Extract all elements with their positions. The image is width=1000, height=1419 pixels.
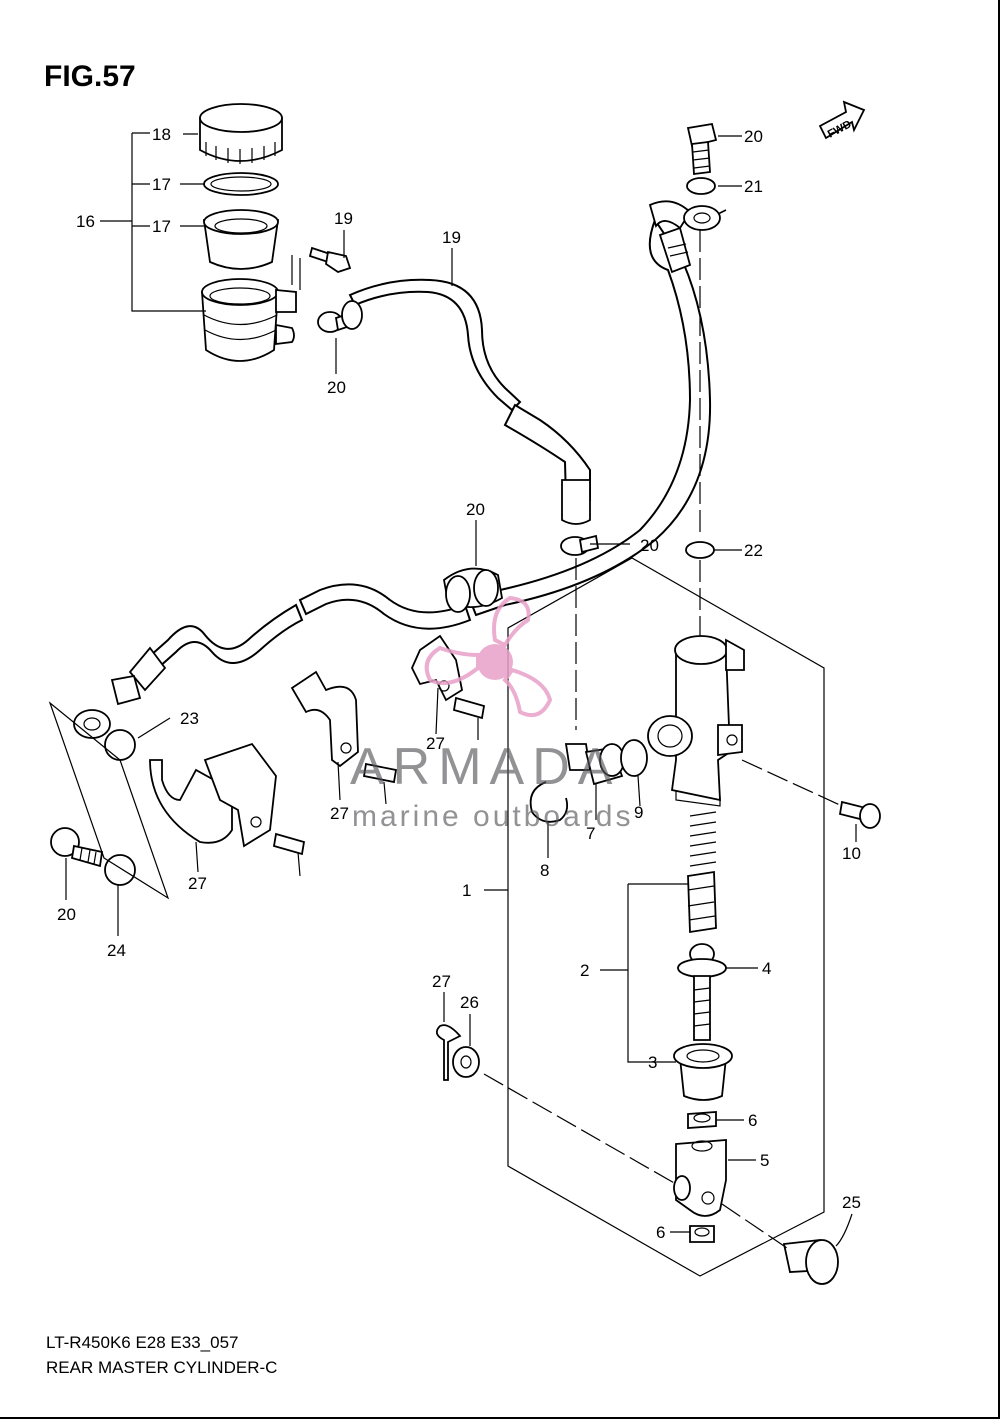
bolt-27-c: [272, 832, 306, 856]
callout-24: 27: [426, 734, 445, 753]
callout-19-lower: 20: [57, 905, 76, 924]
union-bolt-19-upper: [686, 122, 718, 176]
callout-15: 19: [334, 209, 353, 228]
circlip-8: [529, 781, 569, 823]
callout-20-lower: 24: [107, 941, 126, 960]
model-code: LT-R450K6 E28 E33_057: [46, 1333, 239, 1352]
bolt-27-a: [452, 696, 486, 720]
callout-19-upper: 20: [744, 127, 763, 146]
callout-12: 17: [152, 217, 171, 236]
callout-4: 4: [762, 959, 771, 978]
grommet-18: [443, 567, 503, 613]
callout-26: 27: [330, 804, 349, 823]
watermark-brand: ARMADA: [350, 738, 620, 796]
washer-20-lower: [104, 854, 136, 886]
callout-6-lower: 6: [656, 1223, 665, 1242]
callout-25: 27: [188, 874, 207, 893]
callout-14: 18: [152, 125, 171, 144]
callout-5: 5: [760, 1151, 769, 1170]
callout-20-upper: 21: [744, 177, 763, 196]
callout-20-mid: 22: [744, 541, 763, 560]
bolt-10: [838, 800, 881, 829]
pin-21: [782, 1239, 839, 1285]
washer-22: [452, 1046, 480, 1078]
reservoir-assembly: [199, 103, 301, 362]
clamp-17-lower: [560, 534, 600, 556]
washer-20-mid: [685, 541, 715, 559]
clamp-26: [290, 670, 359, 768]
boot-3: [673, 1043, 733, 1101]
assembly-outline: [507, 557, 825, 1277]
watermark-tagline: marine outboards: [352, 800, 633, 833]
piston-assembly-2: [687, 811, 717, 934]
callout-23: 27: [432, 972, 451, 991]
brake-hose: [73, 200, 727, 739]
propeller-logo-icon: [424, 595, 553, 717]
callout-9: 9: [634, 803, 643, 822]
fwd-arrow: [818, 100, 866, 140]
callout-6-upper: 6: [748, 1111, 757, 1130]
cotter-pin-23: [435, 1024, 462, 1081]
fitting-7: [564, 743, 625, 786]
diagram-caption: REAR MASTER CYLINDER-C: [46, 1358, 278, 1377]
push-rod-4: [677, 943, 727, 1041]
callout-2: 2: [580, 961, 589, 980]
callout-1: 1: [462, 881, 471, 900]
callout-13: 17: [152, 175, 171, 194]
callout-3: 3: [648, 1053, 657, 1072]
bolt-27-b: [362, 762, 398, 784]
washer-20-left: [104, 729, 136, 761]
callout-11: 16: [76, 212, 95, 231]
washer-20-upper: [686, 177, 716, 195]
callout-8: 8: [540, 861, 549, 880]
clamp-25: [149, 742, 277, 848]
watermark: ARMADA marine outboards: [350, 595, 633, 833]
figure-title: FIG.57: [44, 60, 136, 93]
reservoir-hose-16: [341, 278, 591, 525]
clevis-5: [673, 1139, 727, 1217]
union-bolt-19-lower: [50, 827, 104, 868]
callout-18: 20: [466, 500, 485, 519]
callout-7: 7: [586, 824, 595, 843]
callout-22: 26: [460, 993, 479, 1012]
clamp-24: [411, 634, 464, 702]
callout-17-upper: 20: [327, 378, 346, 397]
nut-6-upper: [687, 1111, 717, 1129]
callout-17-lower: 20: [640, 536, 659, 555]
callout-16: 19: [442, 228, 461, 247]
callout-21: 25: [842, 1193, 861, 1212]
master-cylinder-body: [647, 635, 745, 807]
o-ring-9: [620, 739, 648, 777]
nut-6-lower: [689, 1225, 715, 1243]
bolt-guide: [48, 701, 170, 900]
callout-10: 10: [842, 844, 861, 863]
callout-20-left: 23: [180, 709, 199, 728]
